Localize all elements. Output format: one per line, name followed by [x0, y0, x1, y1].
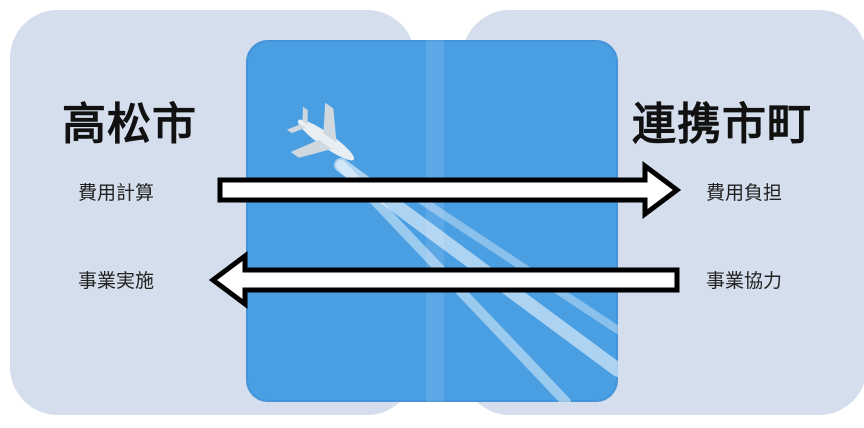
fold-line: [426, 40, 444, 402]
takamatsu-title: 高松市: [62, 99, 197, 150]
sky-illustration: [246, 40, 618, 402]
label-cost-calculation: 費用計算: [78, 182, 155, 204]
label-project-implementation: 事業実施: [78, 270, 155, 292]
arrow-right: [217, 161, 682, 219]
partner-municipalities-title: 連携市町: [632, 99, 812, 150]
arrow-left: [208, 251, 680, 309]
label-project-cooperation: 事業協力: [706, 270, 783, 292]
airplane-icon: [286, 102, 355, 161]
contrail-illustration: [286, 102, 618, 402]
label-cost-sharing: 費用負担: [706, 182, 783, 204]
